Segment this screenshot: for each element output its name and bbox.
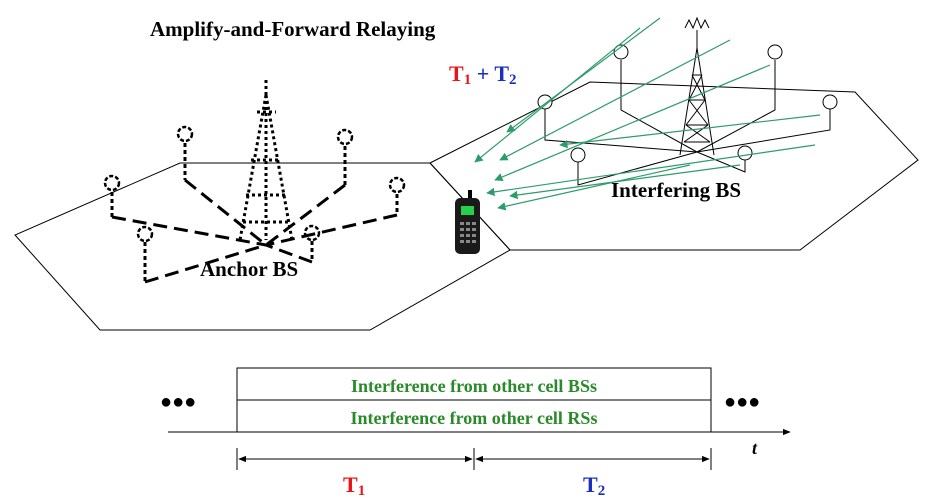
interfering-cell-hexagon [429,81,919,251]
duration-t1-sub: 1 [358,483,366,499]
legend-t1: T [449,61,464,86]
interfering-relay-stations [537,44,838,186]
legend-t1-sub: 1 [464,72,472,88]
legend-t2: T [494,61,509,86]
time-axis-label: t [752,438,758,458]
diagram-title: Amplify-and-Forward Relaying [150,17,436,41]
anchor-bs-tower [238,80,294,241]
interfering-bs-label: Interfering BS [611,178,741,202]
mobile-phone-icon [455,190,480,254]
duration-t1: T [343,472,358,497]
interference-arrows [474,17,821,211]
timeline-row-bs-interference: Interference from other cell BSs [351,376,597,396]
legend-t2-sub: 2 [509,72,517,88]
interfering-bs-tower [679,16,715,156]
anchor-bs-label: Anchor BS [200,257,298,281]
ellipsis-right: ●●● [724,391,760,413]
duration-t2-label: T2 [583,472,605,499]
duration-t2-sub: 2 [598,483,606,499]
timeline-row-rs-interference: Interference from other cell RSs [351,408,598,428]
duration-t2: T [583,472,598,497]
legend-plus: + [471,61,494,86]
anchor-cell-hexagon [14,162,511,331]
duration-t1-label: T1 [343,472,365,499]
duration-markers [236,448,712,470]
t1-plus-t2-legend: T1 + T2 [449,61,517,88]
anchor-relay-stations [103,125,406,284]
ellipsis-left: ●●● [160,391,196,413]
